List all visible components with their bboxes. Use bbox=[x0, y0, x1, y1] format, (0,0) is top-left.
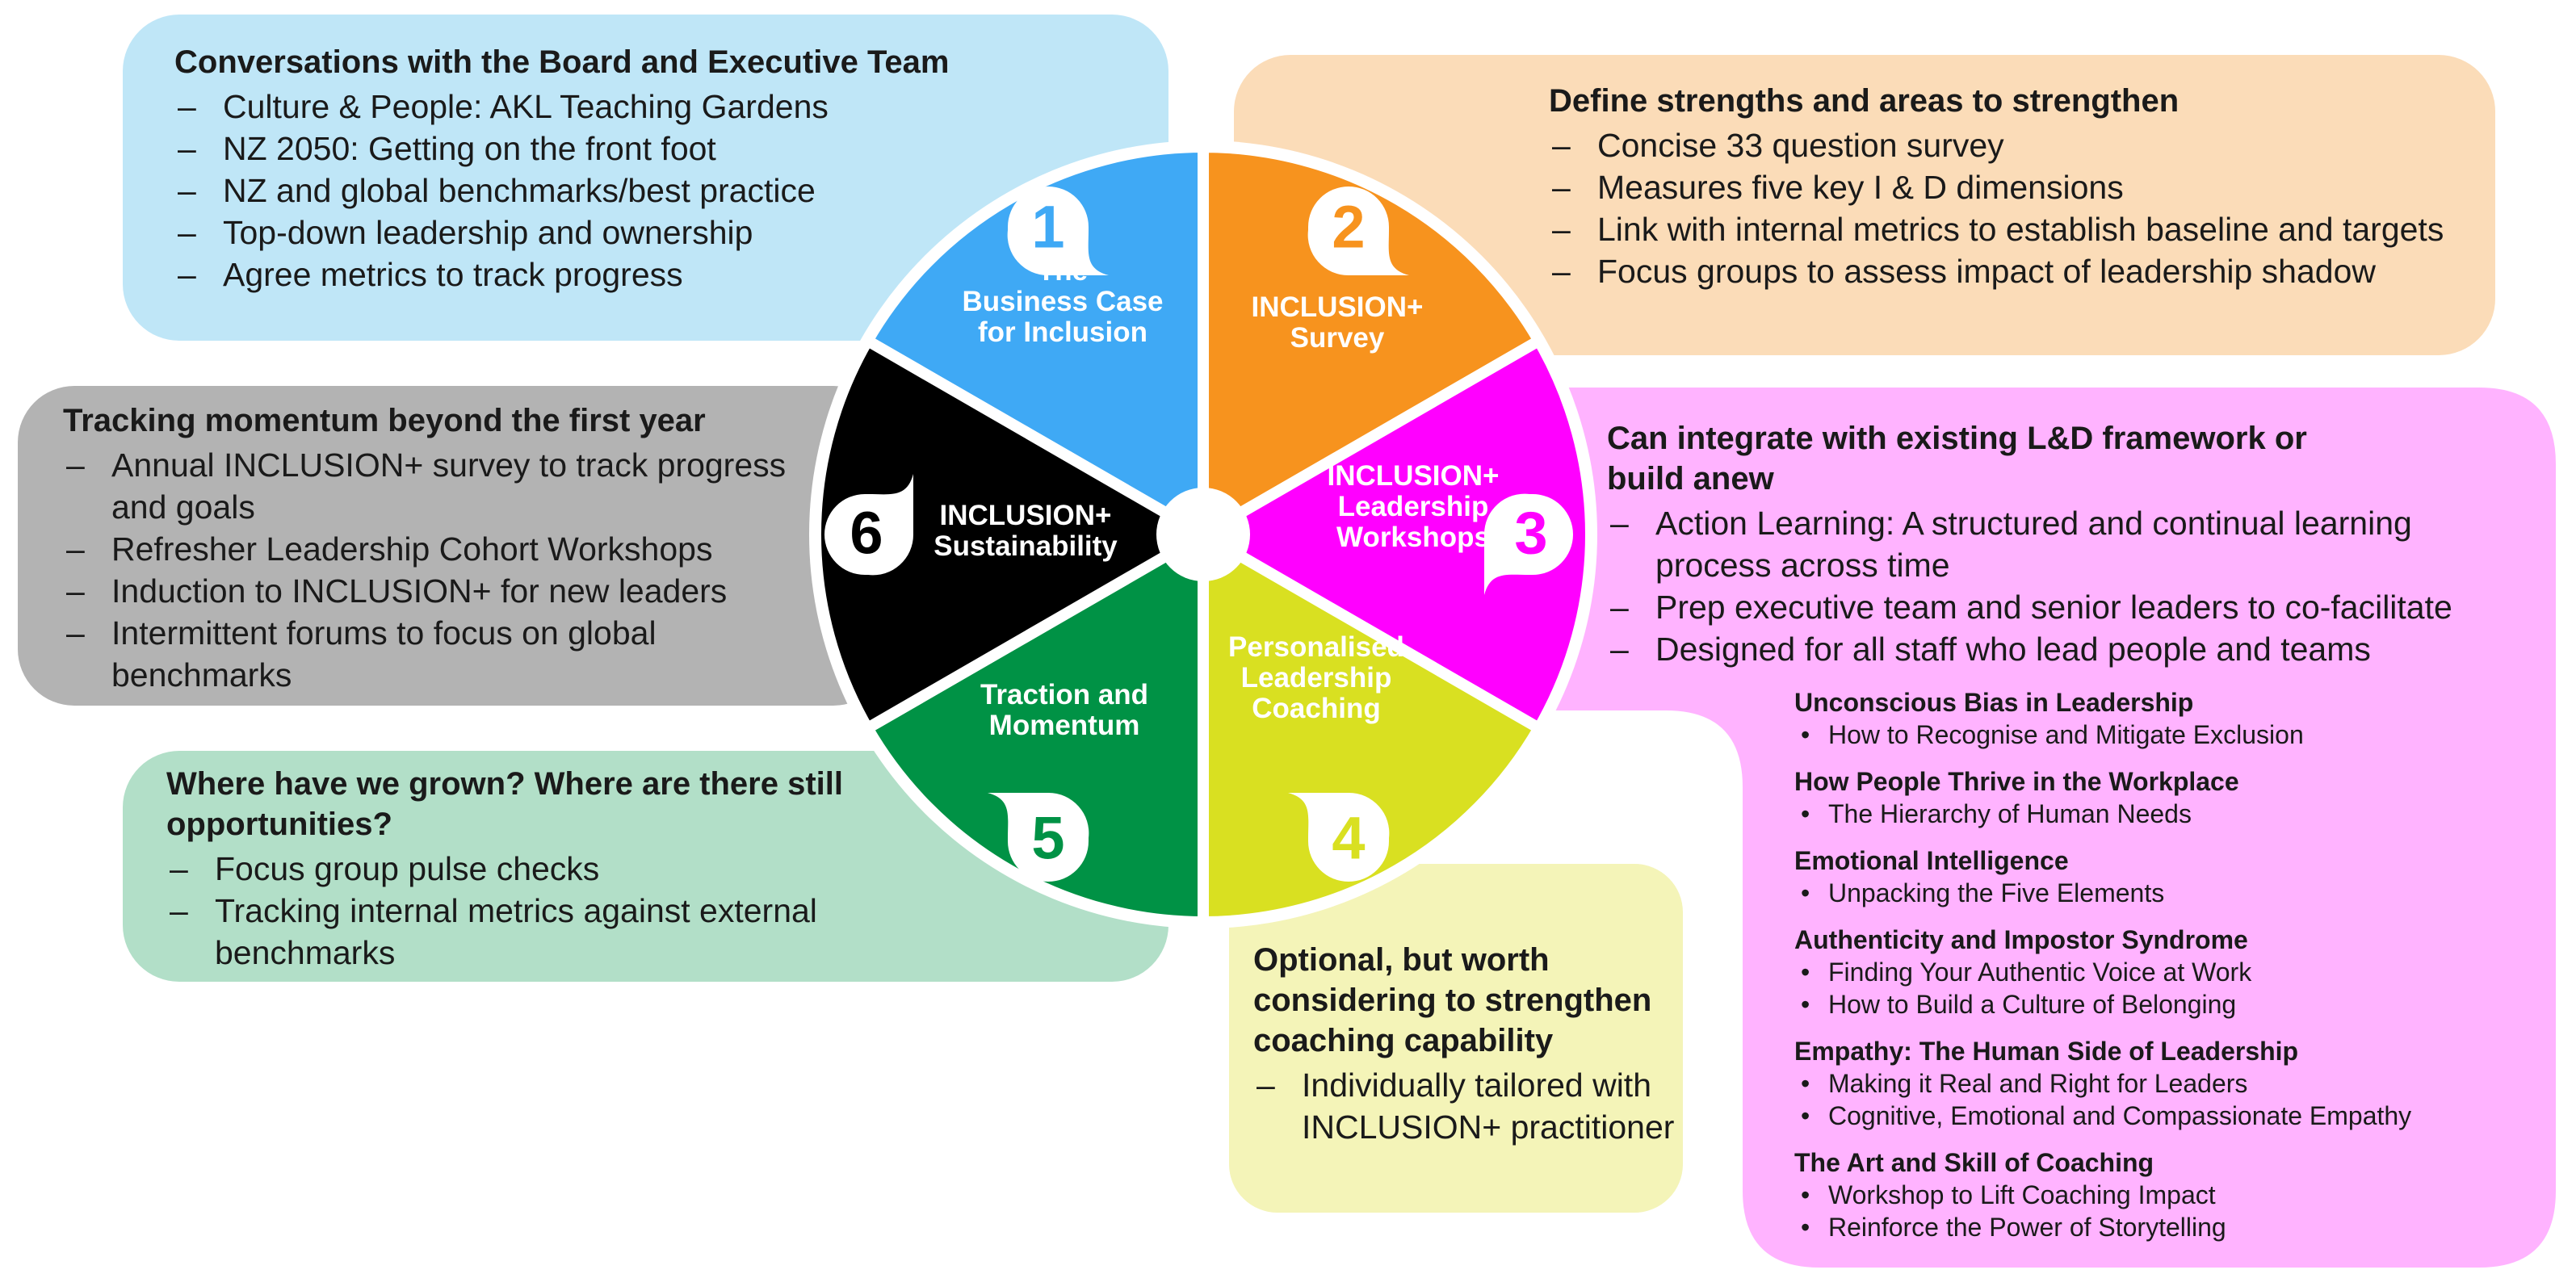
step-number: 4 bbox=[1332, 805, 1365, 872]
list-item: Top-down leadership and ownership bbox=[174, 212, 1143, 254]
workshop-title: The Art and Skill of Coaching bbox=[1794, 1148, 2154, 1177]
workshop-item: Reinforce the Power of Storytelling bbox=[1794, 1211, 2537, 1243]
step-badge-6: 6 bbox=[824, 474, 914, 576]
callout-heading: Conversations with the Board and Executi… bbox=[174, 44, 950, 80]
callout-heading: Where have we grown? Where are there sti… bbox=[166, 766, 844, 842]
callout-business-case: Conversations with the Board and Executi… bbox=[174, 42, 1143, 295]
callout-heading: Define strengths and areas to strengthen bbox=[1549, 83, 2180, 119]
list-item: Link with internal metrics to establish … bbox=[1549, 208, 2486, 250]
workshop-title: Emotional Intelligence bbox=[1794, 846, 2069, 875]
callout-leadership-workshops: Can integrate with existing L&D framewor… bbox=[1607, 418, 2536, 670]
workshop-item: The Hierarchy of Human Needs bbox=[1794, 798, 2537, 830]
list-item: Refresher Leadership Cohort Workshops bbox=[63, 528, 814, 570]
list-item: NZ 2050: Getting on the front foot bbox=[174, 128, 1143, 170]
wheel-segment-3 bbox=[1198, 335, 1596, 734]
wheel-segment-6 bbox=[810, 335, 1209, 734]
workshop-item: Workshop to Lift Coaching Impact bbox=[1794, 1179, 2537, 1211]
list-item: Prep executive team and senior leaders t… bbox=[1607, 586, 2536, 628]
workshop-title: Unconscious Bias in Leadership bbox=[1794, 688, 2194, 717]
list-item: Action Learning: A structured and contin… bbox=[1607, 502, 2536, 586]
step-badge-2: 2 bbox=[1307, 186, 1409, 276]
step-number: 2 bbox=[1332, 194, 1365, 261]
workshop-title: How People Thrive in the Workplace bbox=[1794, 767, 2239, 796]
workshop-group: Authenticity and Impostor Syndrome Findi… bbox=[1794, 924, 2537, 1020]
list-item: Agree metrics to track progress bbox=[174, 254, 1143, 295]
workshop-list: Unconscious Bias in Leadership How to Re… bbox=[1794, 686, 2537, 1258]
workshop-item: Making it Real and Right for Leaders bbox=[1794, 1067, 2537, 1100]
workshop-group: Emotional Intelligence Unpacking the Fiv… bbox=[1794, 844, 2537, 909]
list-item: Concise 33 question survey bbox=[1549, 124, 2486, 166]
list-item: Individually tailored with INCLUSION+ pr… bbox=[1253, 1064, 1681, 1148]
workshop-item: Unpacking the Five Elements bbox=[1794, 877, 2537, 909]
callout-heading: Can integrate with existing L&D framewor… bbox=[1607, 421, 2307, 497]
list-item: Culture & People: AKL Teaching Gardens bbox=[174, 86, 1143, 128]
callout-sustainability: Tracking momentum beyond the first year … bbox=[63, 400, 814, 696]
wheel-segment-label: INCLUSION+Sustainability bbox=[933, 500, 1118, 562]
workshop-group: Unconscious Bias in Leadership How to Re… bbox=[1794, 686, 2537, 751]
workshop-item: How to Recognise and Mitigate Exclusion bbox=[1794, 719, 2537, 751]
list-item: Focus groups to assess impact of leaders… bbox=[1549, 250, 2486, 292]
callout-survey: Define strengths and areas to strengthen… bbox=[1549, 81, 2486, 292]
workshop-group: Empathy: The Human Side of Leadership Ma… bbox=[1794, 1035, 2537, 1132]
step-number: 3 bbox=[1514, 500, 1547, 567]
workshop-item: How to Build a Culture of Belonging bbox=[1794, 988, 2537, 1020]
step-number: 6 bbox=[850, 500, 883, 567]
step-badge-3: 3 bbox=[1483, 493, 1573, 595]
list-item: NZ and global benchmarks/best practice bbox=[174, 170, 1143, 212]
list-item: Induction to INCLUSION+ for new leaders bbox=[63, 570, 814, 612]
wheel-center bbox=[1156, 488, 1250, 581]
list-item: Focus group pulse checks bbox=[166, 848, 933, 890]
list-item: Intermittent forums to focus on global b… bbox=[63, 612, 814, 696]
workshop-title: Empathy: The Human Side of Leadership bbox=[1794, 1037, 2299, 1066]
callout-coaching: Optional, but worth considering to stren… bbox=[1253, 940, 1681, 1148]
list-item: Measures five key I & D dimensions bbox=[1549, 166, 2486, 208]
workshop-item: Finding Your Authentic Voice at Work bbox=[1794, 956, 2537, 988]
list-item: Tracking internal metrics against extern… bbox=[166, 890, 933, 974]
step-number: 5 bbox=[1031, 805, 1064, 872]
wheel-segment-2 bbox=[1198, 141, 1545, 540]
wheel-segment-5 bbox=[862, 529, 1209, 928]
list-item: Annual INCLUSION+ survey to track progre… bbox=[63, 444, 814, 528]
step-badge-4: 4 bbox=[1288, 792, 1390, 882]
callout-heading: Tracking momentum beyond the first year bbox=[63, 403, 706, 438]
workshop-group: The Art and Skill of Coaching Workshop t… bbox=[1794, 1146, 2537, 1243]
step-badge-5: 5 bbox=[988, 792, 1089, 882]
wheel-segment-label: INCLUSION+Survey bbox=[1252, 291, 1424, 354]
workshop-title: Authenticity and Impostor Syndrome bbox=[1794, 925, 2248, 954]
workshop-item: Cognitive, Emotional and Compassionate E… bbox=[1794, 1100, 2537, 1132]
callout-traction: Where have we grown? Where are there sti… bbox=[166, 764, 933, 974]
list-item: Designed for all staff who lead people a… bbox=[1607, 628, 2536, 670]
workshop-group: How People Thrive in the Workplace The H… bbox=[1794, 765, 2537, 830]
wheel-segment-4 bbox=[1198, 529, 1545, 928]
callout-heading: Optional, but worth considering to stren… bbox=[1253, 942, 1652, 1058]
